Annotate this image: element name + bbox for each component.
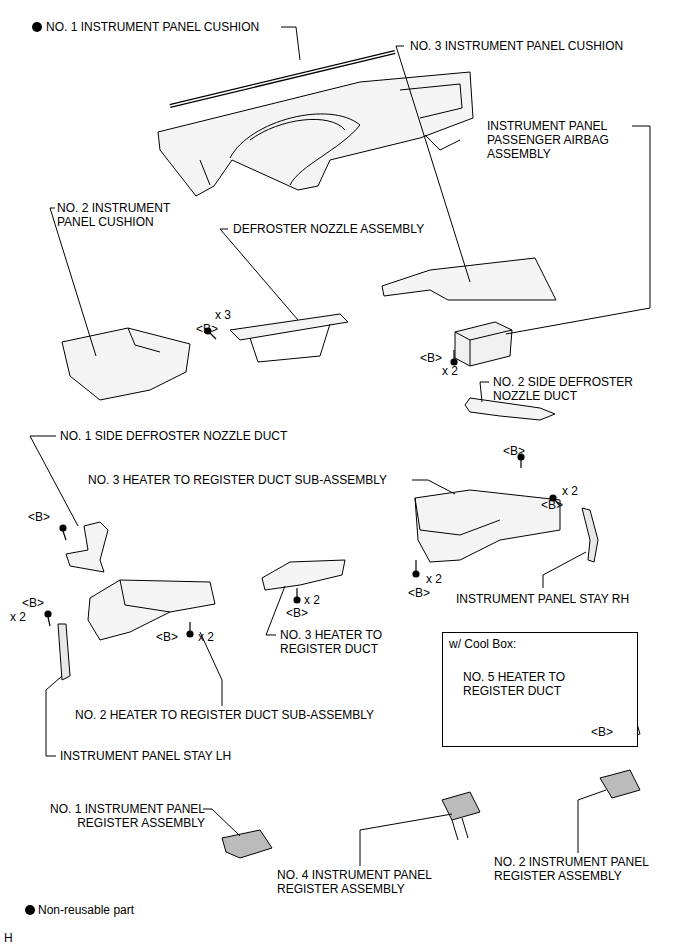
- part-name: NO. 2 SIDE DEFROSTER NOZZLE DUCT: [493, 375, 658, 403]
- fastener-callout: <B>: [591, 725, 613, 739]
- part-name: NO. 3 HEATER TO REGISTER DUCT: [280, 628, 415, 656]
- fastener-callout: x 2: [562, 484, 578, 498]
- part-name: NO. 2 INSTRUMENT PANEL CUSHION: [57, 201, 197, 229]
- part-name: NO. 1 INSTRUMENT PANEL CUSHION: [46, 20, 259, 34]
- fastener-callout: x 2: [198, 630, 214, 644]
- fastener-callout: <B>: [408, 586, 430, 600]
- part-name: NO. 5 HEATER TO REGISTER DUCT: [463, 670, 583, 698]
- fastener-callout: <B>: [286, 606, 308, 620]
- part-name: INSTRUMENT PANEL STAY RH: [456, 592, 629, 606]
- fastener-callout: x 2: [426, 572, 442, 586]
- part-name: NO. 4 INSTRUMENT PANEL REGISTER ASSEMBLY: [277, 868, 462, 896]
- fastener-callout: <B>: [420, 351, 442, 365]
- fastener-callout: x 2: [304, 593, 320, 607]
- part-name: NO. 1 INSTRUMENT PANEL REGISTER ASSEMBLY: [20, 802, 205, 830]
- part-name: DEFROSTER NOZZLE ASSEMBLY: [233, 222, 424, 236]
- part-name: INSTRUMENT PANEL STAY LH: [60, 749, 231, 763]
- part-name: NO. 3 INSTRUMENT PANEL CUSHION: [410, 39, 623, 53]
- part-name: NO. 2 HEATER TO REGISTER DUCT SUB-ASSEMB…: [75, 708, 374, 722]
- fastener-callout: x 2: [442, 364, 458, 378]
- fastener-callout: <B>: [156, 630, 178, 644]
- part-name: INSTRUMENT PANEL PASSENGER AIRBAG ASSEMB…: [487, 119, 627, 161]
- fastener-callout: x 3: [215, 308, 231, 322]
- fastener-callout: <B>: [541, 498, 563, 512]
- fastener-callout: x 2: [10, 610, 26, 624]
- legend-text: Non-reusable part: [38, 903, 134, 917]
- fastener-callout: <B>: [503, 444, 525, 458]
- part-name: NO. 3 HEATER TO REGISTER DUCT SUB-ASSEMB…: [88, 473, 387, 487]
- fastener-callout: <B>: [196, 322, 218, 336]
- fastener-callout: <B>: [28, 510, 50, 524]
- variant-heading: w/ Cool Box:: [449, 637, 516, 651]
- fastener-callout: <B>: [22, 596, 44, 610]
- figure-code: H: [4, 931, 13, 945]
- part-name: NO. 1 SIDE DEFROSTER NOZZLE DUCT: [60, 429, 287, 443]
- option-box: w/ Cool Box: NO. 5 HEATER TO REGISTER DUC…: [442, 632, 638, 747]
- part-name: NO. 2 INSTRUMENT PANEL REGISTER ASSEMBLY: [494, 855, 679, 883]
